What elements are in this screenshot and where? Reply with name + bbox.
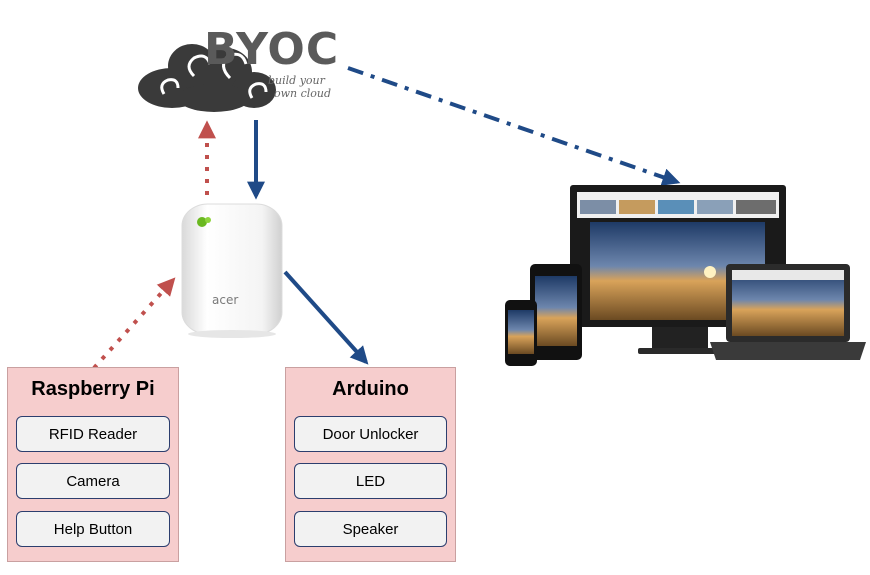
arduino-title: Arduino (332, 378, 409, 400)
rfid-reader-module: RFID Reader (16, 416, 170, 452)
byoc-tagline: build your own cloud (268, 74, 332, 100)
door-unlocker-module: Door Unlocker (294, 416, 447, 452)
raspberry-pi-title: Raspberry Pi (31, 378, 155, 400)
arrow-rpi-to-device (92, 277, 176, 370)
byoc-cloud-logo-icon (138, 44, 276, 112)
byoc-title: BYOC (204, 24, 340, 75)
speaker-module: Speaker (294, 511, 447, 547)
raspberry-pi-group: Raspberry Pi RFID Reader Camera Help But… (7, 367, 179, 562)
arrow-cloud-to-screens (347, 66, 681, 186)
client-devices-icon (505, 185, 866, 366)
camera-module: Camera (16, 463, 170, 499)
device-brand: acer (212, 293, 238, 307)
arrow-device-to-arduino (283, 270, 369, 365)
acer-home-server-icon: acer (181, 203, 283, 338)
arduino-group: Arduino Door Unlocker LED Speaker (285, 367, 456, 562)
help-button-module: Help Button (16, 511, 170, 547)
led-module: LED (294, 463, 447, 499)
